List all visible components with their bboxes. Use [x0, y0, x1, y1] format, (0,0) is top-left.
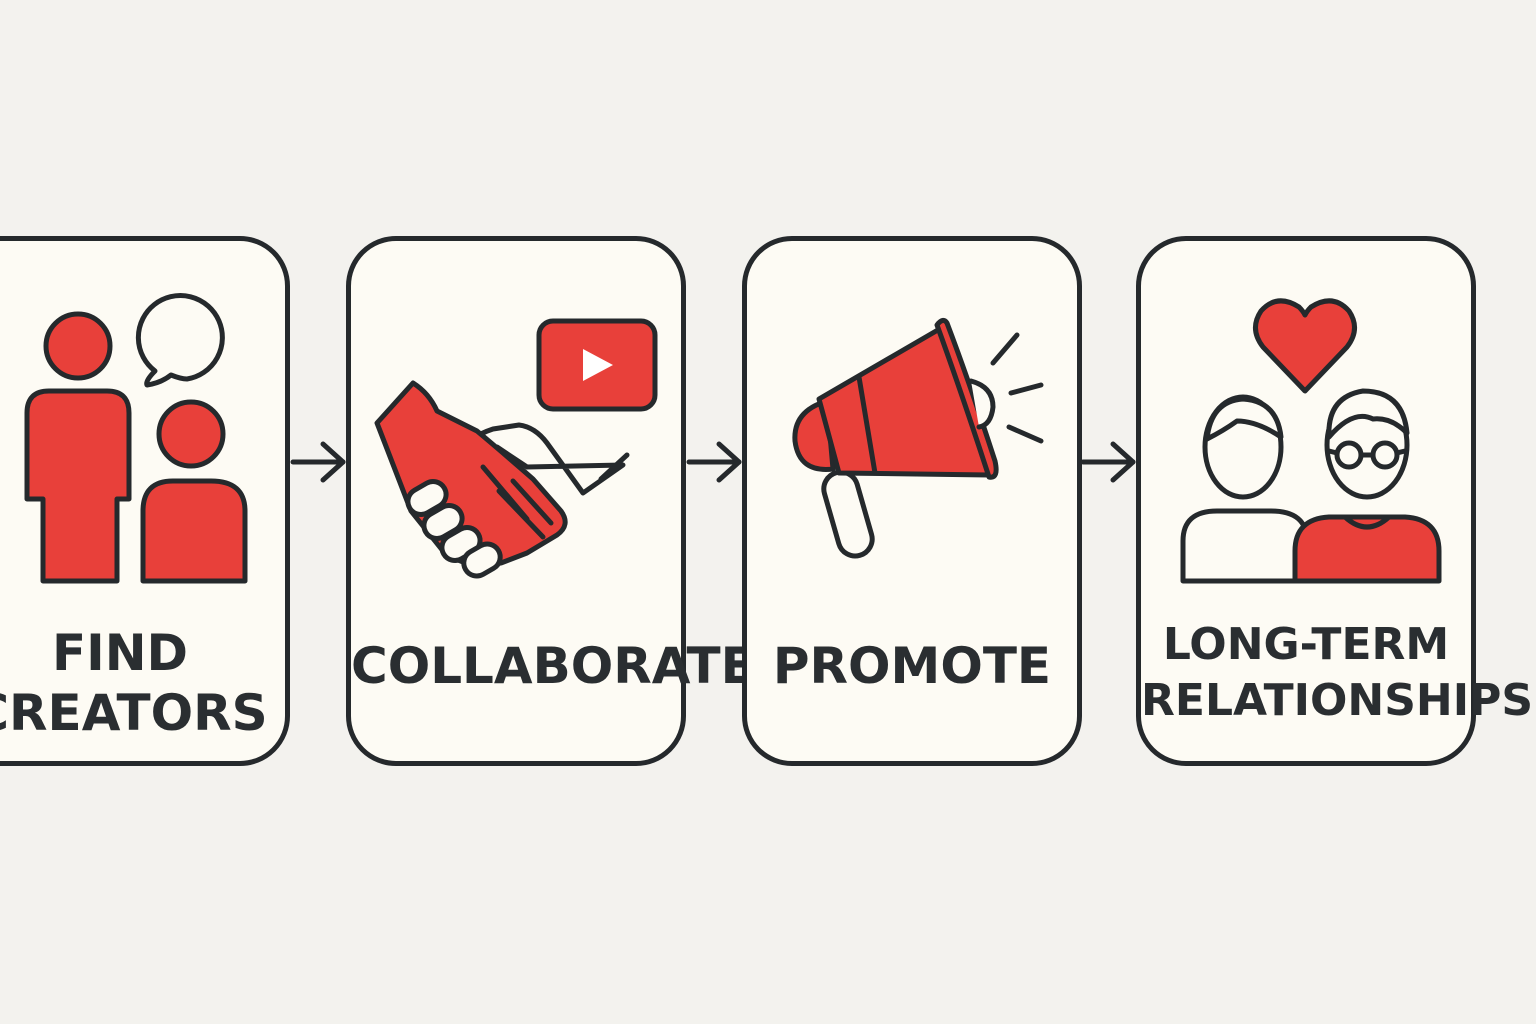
step-card-find-creators: FIND CREATORS [0, 236, 290, 766]
step-label-find-creators: FIND CREATORS [0, 624, 268, 742]
step-card-long-term-relationships: LONG-TERM RELATIONSHIPS [1136, 236, 1534, 766]
two-people-with-heart-icon [1180, 298, 1442, 584]
step-label-collaborate: COLLABORATE [351, 637, 755, 695]
arrow-connector-2 [686, 441, 742, 483]
handshake-with-video-play-icon [374, 318, 658, 579]
step-label-promote: PROMOTE [772, 637, 1052, 695]
arrow-connector-1 [290, 441, 346, 483]
step-label-long-term-relationships: LONG-TERM RELATIONSHIPS [1141, 619, 1534, 726]
people-with-speech-bubble-icon [24, 293, 248, 584]
step-card-collaborate: COLLABORATE [346, 236, 755, 766]
arrow-connector-3 [1080, 441, 1136, 483]
megaphone-icon [792, 317, 1044, 559]
step-card-promote: PROMOTE [742, 236, 1082, 766]
